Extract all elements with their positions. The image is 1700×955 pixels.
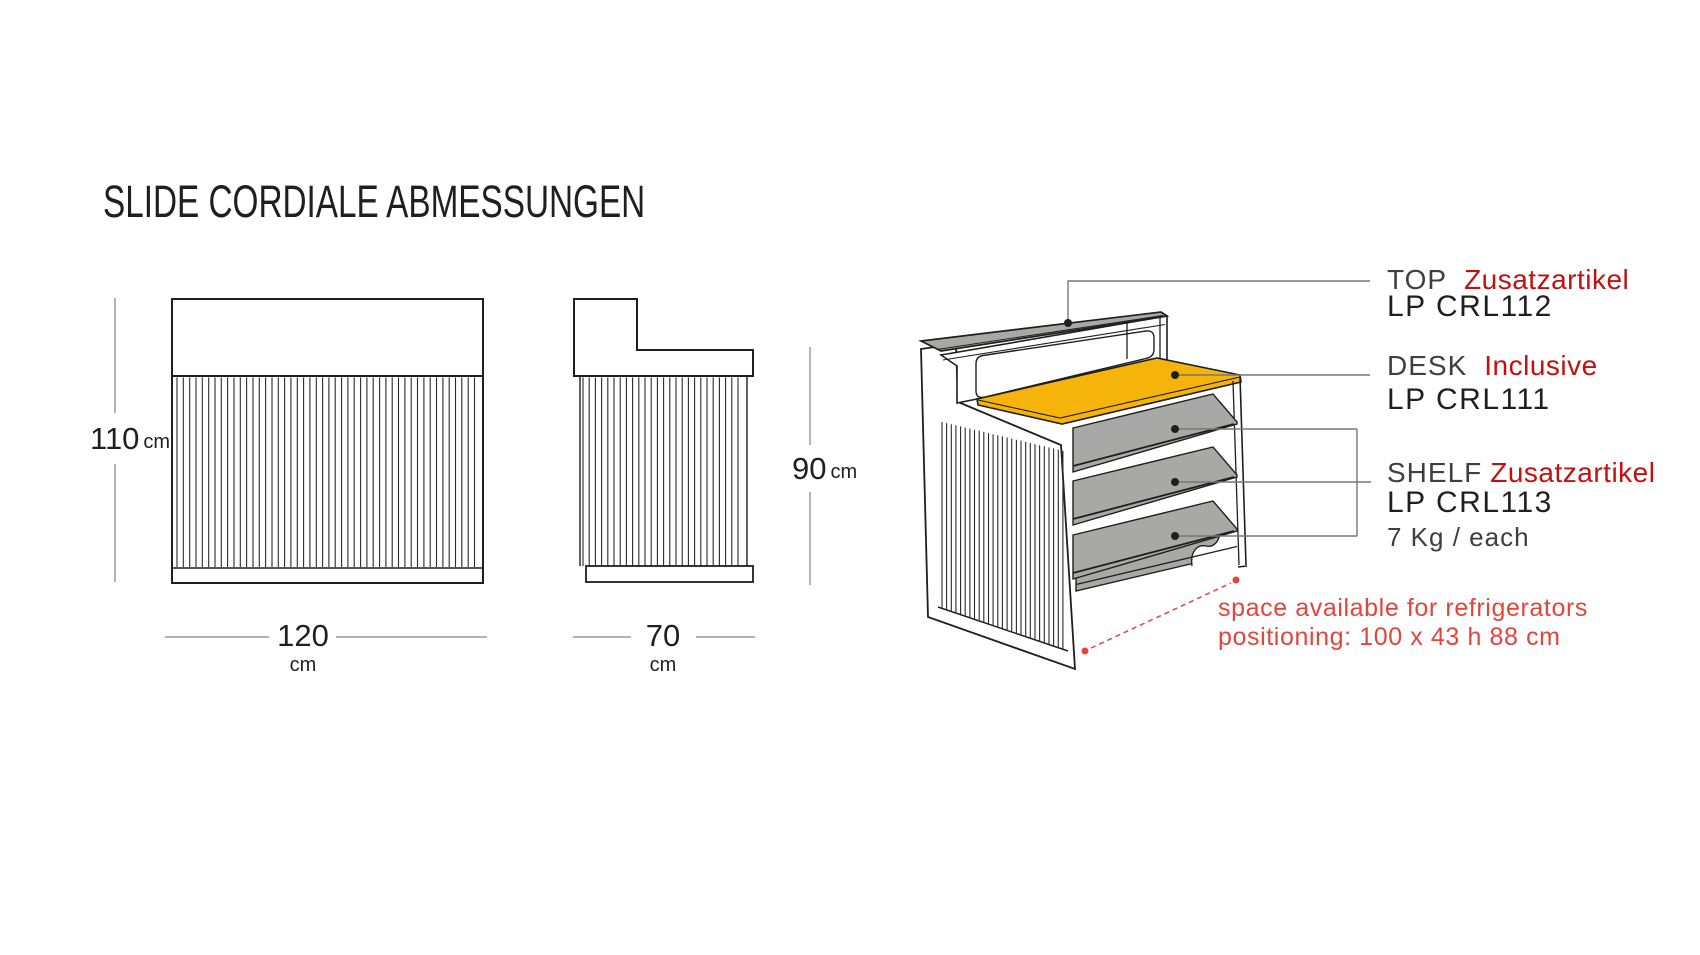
front-view-drawing: [171, 298, 484, 584]
callout-desk: DESK Inclusive: [1387, 350, 1598, 382]
side-depth-dimension: 70 cm: [627, 620, 699, 675]
callout-shelf-note: 7 Kg / each: [1387, 522, 1530, 552]
side-height-dimension: 90 cm: [792, 453, 857, 484]
side-depth-unit: cm: [649, 654, 677, 676]
front-width-value: 120: [277, 618, 329, 653]
callout-top-part: TOP: [1387, 264, 1448, 295]
callout-leader-lines: [1067, 280, 1371, 537]
front-width-dimension: 120 cm: [267, 620, 339, 675]
callout-desk-part: DESK: [1387, 350, 1468, 381]
isometric-view-drawing: [918, 311, 1248, 671]
dimension-lines: [114, 298, 811, 638]
front-height-dimension: 110 cm: [90, 423, 170, 454]
callout-top-tag: Zusatzartikel: [1464, 264, 1630, 295]
callout-shelf-tag: Zusatzartikel: [1490, 457, 1656, 488]
side-height-unit: cm: [830, 461, 858, 483]
front-height-value: 110: [90, 421, 140, 456]
callout-dots: [1064, 319, 1179, 540]
refrigerator-note-line2: positioning: 100 x 43 h 88 cm: [1218, 623, 1561, 651]
refrigerator-note: space available for refrigerators positi…: [1218, 594, 1588, 652]
refrigerator-space-line: [1081, 576, 1240, 655]
callout-desk-code: LP CRL111: [1387, 383, 1551, 416]
callout-shelf-part: SHELF: [1387, 457, 1483, 488]
callout-top: TOP Zusatzartikel: [1387, 264, 1629, 296]
front-height-unit: cm: [143, 431, 171, 453]
callout-shelf-code: LP CRL113: [1387, 486, 1553, 519]
side-height-value: 90: [792, 451, 827, 486]
callout-desk-tag: Inclusive: [1484, 350, 1598, 381]
callout-top-code: LP CRL112: [1387, 290, 1553, 323]
refrigerator-note-line1: space available for refrigerators: [1218, 594, 1588, 622]
page-title: SLIDE CORDIALE ABMESSUNGEN: [103, 176, 646, 227]
side-view-drawing: [573, 298, 754, 583]
side-depth-value: 70: [645, 618, 681, 653]
front-width-unit: cm: [289, 654, 317, 676]
